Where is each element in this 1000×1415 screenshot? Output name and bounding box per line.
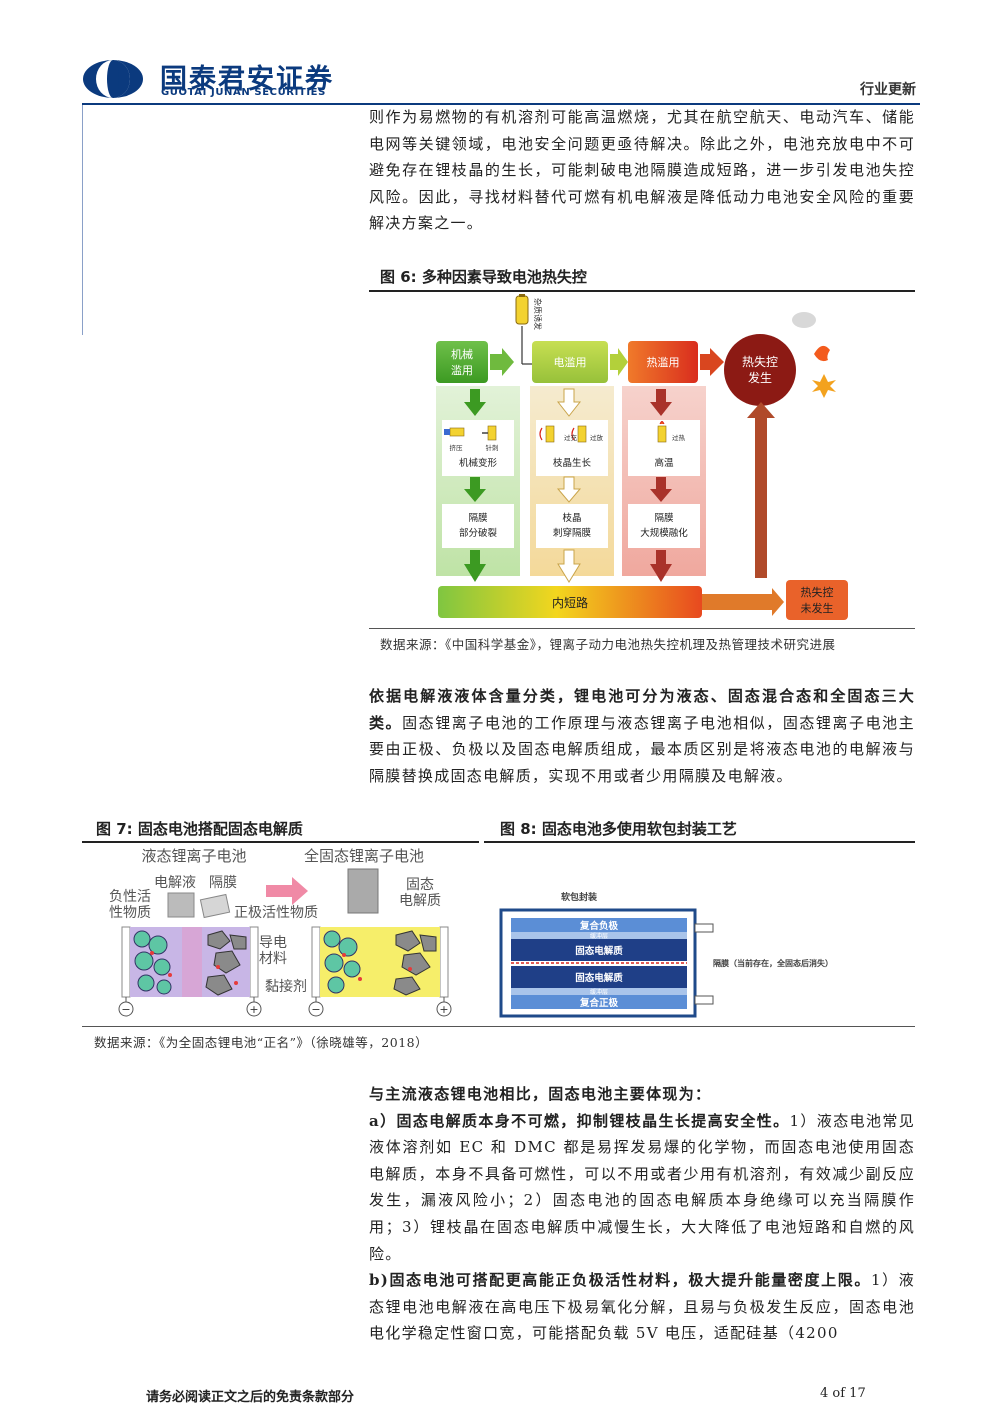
no-runaway-line2: 未发生 xyxy=(801,601,834,615)
sep-pierce-line1: 枝晶 xyxy=(562,512,581,524)
short-circuit-label: 内短路 xyxy=(552,595,588,610)
paragraph-3-heading: 与主流液态锂电池相比，固态电池主要体现为： xyxy=(369,1085,712,1103)
solid-minus-terminal: − xyxy=(311,1003,320,1016)
paragraph-1: 则作为易燃物的有机溶剂可能高温燃烧，尤其在航空航天、电动汽车、储能电网等关键领域… xyxy=(369,108,915,233)
paragraph-3b-bold: b)固态电池可搭配更高能正负极活性材料，极大提升能量密度上限。 xyxy=(369,1271,871,1290)
pouch-label: 软包封装 xyxy=(561,891,598,903)
buffer-bottom-label: 缓冲层 xyxy=(590,988,608,996)
fig6-caption: 图 6: 多种因素导致电池热失控 xyxy=(380,268,587,286)
liquid-plus-terminal: + xyxy=(249,1003,258,1016)
elec-abuse-label: 电滥用 xyxy=(554,356,587,369)
logo-text-en: GUOTAI JUNAN SECURITIES xyxy=(161,87,326,98)
buffer-top-label: 缓冲层 xyxy=(590,932,608,940)
paragraph-3a-rest: 1）液态电池常见液体溶剂如 EC 和 DMC 都是易挥发易爆的化学物，而固态电池… xyxy=(369,1111,915,1263)
no-runaway-line1: 热失控 xyxy=(801,585,834,599)
fig8-caption-rule xyxy=(484,841,915,843)
binder-label: 黏接剂 xyxy=(265,978,307,995)
left-margin-line xyxy=(82,105,83,335)
paragraph-3: 与主流液态锂电池相比，固态电池主要体现为： a）固态电解质本身不可燃，抑制锂枝晶生… xyxy=(369,1081,915,1347)
sep-partial-line1: 隔膜 xyxy=(468,513,488,524)
paragraph-2-bold: 依据电解液液体含量分类，锂电池可分为液态、固态混合态和全固态三大类。 xyxy=(369,687,915,732)
pouch-cell-diagram: 软包封装 复合负极 缓冲层 固态电解质 固态电解质 缓冲层 复合正极 隔膜（当前… xyxy=(499,891,833,1018)
mech-abuse-line1: 机械 xyxy=(451,347,473,361)
sep-melt-line1: 隔膜 xyxy=(654,513,674,524)
runaway-line1: 热失控 xyxy=(742,354,778,369)
squeeze-label: 挤压 xyxy=(450,443,464,452)
sep-pierce-line2: 刺穿隔膜 xyxy=(553,527,592,539)
footer-disclaimer: 请务必阅读正文之后的免责条款部分 xyxy=(146,1390,355,1405)
separator-note-label: 隔膜（当前存在，全固态后消失） xyxy=(713,958,833,968)
sep-melt-line2: 大规模融化 xyxy=(640,527,688,539)
high-temp-label: 高温 xyxy=(654,457,674,469)
fig7-source: 数据来源：《为全固态锂电池“正名”》（徐晓雄等，2018） xyxy=(94,1035,429,1050)
fig7-8-bottom-rule xyxy=(82,1026,915,1027)
neg-material-line2: 性物质 xyxy=(109,905,151,921)
impurity-label: 杂质诱发 xyxy=(533,298,543,330)
composite-neg-label: 复合负极 xyxy=(579,920,619,932)
conductive-line1: 导电 xyxy=(259,935,287,951)
solid-plus-terminal: + xyxy=(439,1003,448,1016)
electrolyte-label: 电解液 xyxy=(154,875,196,891)
dendrite-grow-label: 枝晶生长 xyxy=(553,457,592,469)
mech-abuse-line2: 滥用 xyxy=(451,364,473,377)
paragraph-2: 依据电解液液体含量分类，锂电池可分为液态、固态混合态和全固态三大类。固态锂离子电… xyxy=(369,683,915,789)
fig7-caption: 图 7: 固态电池搭配固态电解质 xyxy=(96,820,303,838)
separator-label: 隔膜 xyxy=(209,875,237,891)
solid-el-line1: 固态 xyxy=(406,877,434,893)
header-rule xyxy=(82,103,920,105)
smoke-icon xyxy=(792,312,816,328)
needle-label: 针刺 xyxy=(486,443,499,452)
fire-icon xyxy=(814,345,830,362)
fig6-caption-rule xyxy=(369,290,915,292)
solid-battery-label: 全固态锂离子电池 xyxy=(304,847,424,865)
fig6-bottom-rule xyxy=(369,628,915,629)
page-header: 国泰君安证券 GUOTAI JUNAN SECURITIES 行业更新 xyxy=(82,55,920,105)
solid-el-bottom-label: 固态电解质 xyxy=(575,972,623,984)
overheat-label: 过热 xyxy=(672,433,686,442)
composite-pos-label: 复合正极 xyxy=(579,997,619,1009)
solid-el-top-label: 固态电解质 xyxy=(575,945,623,957)
paragraph-2-rest: 固态锂离子电池的工作原理与液态锂离子电池相似，固态锂离子电池主要由正极、负极以及… xyxy=(369,713,915,785)
solid-electrolyte-diagram: 液态锂离子电池 全固态锂离子电池 电解液 隔膜 负性活 性物质 正极活性物质 固… xyxy=(109,847,452,1017)
fig7-caption-rule xyxy=(82,841,479,843)
liquid-battery-label: 液态锂离子电池 xyxy=(141,847,246,865)
heat-abuse-label: 热滥用 xyxy=(647,356,680,369)
fig8-caption: 图 8: 固态电池多使用软包封装工艺 xyxy=(500,820,737,838)
paragraph-3b-rest: 1）液态锂电池电解液在高电压下极易氧化分解，且易与负极发生反应，固态电池电化学稳… xyxy=(369,1271,916,1343)
explosion-icon xyxy=(812,374,836,398)
overdischarge-label: 过放 xyxy=(590,433,604,442)
page-number: 4 of 17 xyxy=(820,1386,866,1401)
paragraph-3a-bold: a）固态电解质本身不可燃，抑制锂枝晶生长提高安全性。 xyxy=(369,1111,790,1130)
conductive-line2: 材料 xyxy=(259,951,287,967)
fig6-source: 数据来源：《中国科学基金》，锂离子动力电池热失控机理及热管理技术研究进展 xyxy=(380,637,836,652)
logo-text-cn: 国泰君安证券 xyxy=(160,64,334,95)
neg-material-line1: 负性活 xyxy=(109,889,151,905)
mech-deform-label: 机械变形 xyxy=(459,457,498,469)
guotai-junan-logo-icon xyxy=(83,60,143,98)
section-label: 行业更新 xyxy=(860,82,916,98)
liquid-minus-terminal: − xyxy=(121,1003,130,1016)
solid-el-line2: 电解质 xyxy=(399,893,441,909)
runaway-line2: 发生 xyxy=(748,370,772,385)
overcharge-label: 过充 xyxy=(564,433,578,442)
sep-partial-line2: 部分破裂 xyxy=(459,527,498,539)
thermal-runaway-diagram: 杂质诱发 机械 滥用 电滥用 热滥用 热失控 发生 挤压 针刺 机械变形 隔膜 … xyxy=(436,294,848,620)
pos-material-label: 正极活性物质 xyxy=(234,905,318,921)
